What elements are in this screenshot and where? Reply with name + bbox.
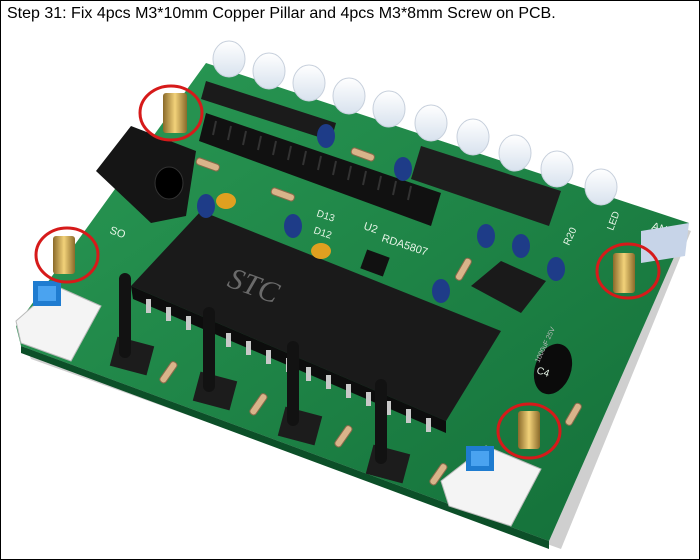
- small-cap-1: [197, 194, 215, 218]
- u2-label: U2: [362, 220, 379, 236]
- small-cap-5: [512, 234, 530, 258]
- led-row: [212, 40, 618, 206]
- c4-label: C4: [535, 365, 551, 380]
- small-cap-6: [547, 257, 565, 281]
- highlight-circle-top: [138, 84, 204, 142]
- mcu-chip: [131, 211, 501, 421]
- copper-pillars: [53, 93, 635, 449]
- small-cap-7: [432, 279, 450, 303]
- electrolytic-capacitor: [533, 343, 573, 395]
- step-caption-overlay: Step 31: Fix 4pcs M3*10mm Copper Pillar …: [7, 5, 556, 22]
- highlight-circle-right: [595, 242, 661, 300]
- small-cap-2: [284, 214, 302, 238]
- header-strip-right: [411, 146, 561, 226]
- resistors: [159, 147, 582, 486]
- button-shafts: [119, 273, 387, 464]
- highlight-circles: [34, 84, 661, 460]
- amp-ic: [471, 261, 546, 313]
- small-cap-3: [394, 157, 412, 181]
- pcb-edge: [21, 346, 549, 549]
- header-pins: [212, 120, 412, 201]
- push-switch-left: [15, 281, 102, 362]
- ceramic-cap-1: [216, 193, 236, 209]
- push-switch-right: [440, 445, 542, 527]
- small-cap-4: [477, 224, 495, 248]
- ceramic-cap-2: [311, 243, 331, 259]
- small-cap-8: [317, 124, 335, 148]
- so-label: SO: [108, 225, 127, 242]
- highlight-circle-bottom: [496, 402, 562, 460]
- radio-chip: [360, 249, 390, 277]
- highlight-circle-left: [34, 226, 100, 284]
- header-strip-left: [201, 81, 336, 141]
